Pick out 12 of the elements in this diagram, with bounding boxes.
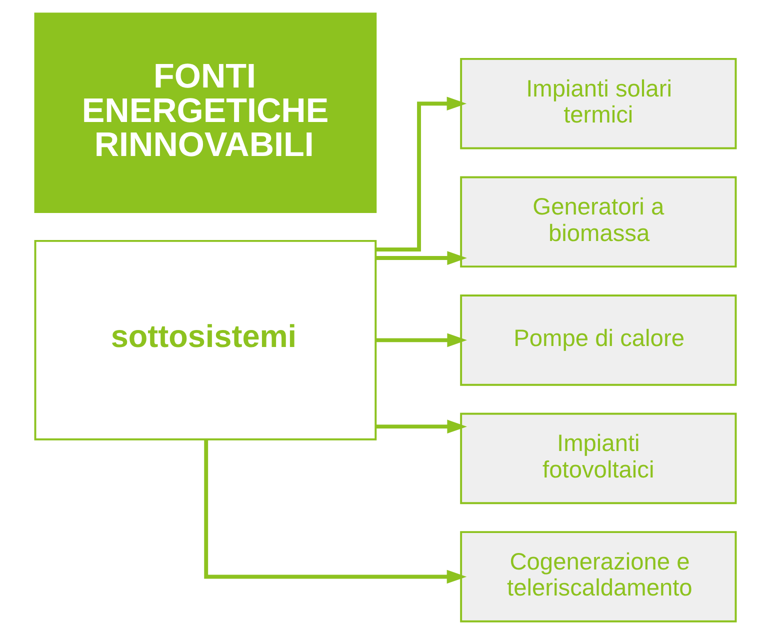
arrow	[375, 96, 466, 252]
node-box: Pompe di calore	[460, 294, 736, 386]
arrow	[376, 251, 466, 265]
node-box: Impianti solari termici	[460, 58, 736, 150]
node-box: sottosistemi	[34, 240, 376, 440]
node-box: FONTI ENERGETICHE RINNOVABILI	[34, 12, 376, 214]
arrow	[204, 439, 466, 584]
node-box: Cogenerazione e teleriscaldamento	[460, 531, 736, 622]
arrow	[376, 333, 466, 348]
arrow	[376, 420, 466, 434]
node-box: Impianti fotovoltaici	[460, 412, 736, 504]
node-box: Generatori a biomassa	[460, 176, 736, 268]
